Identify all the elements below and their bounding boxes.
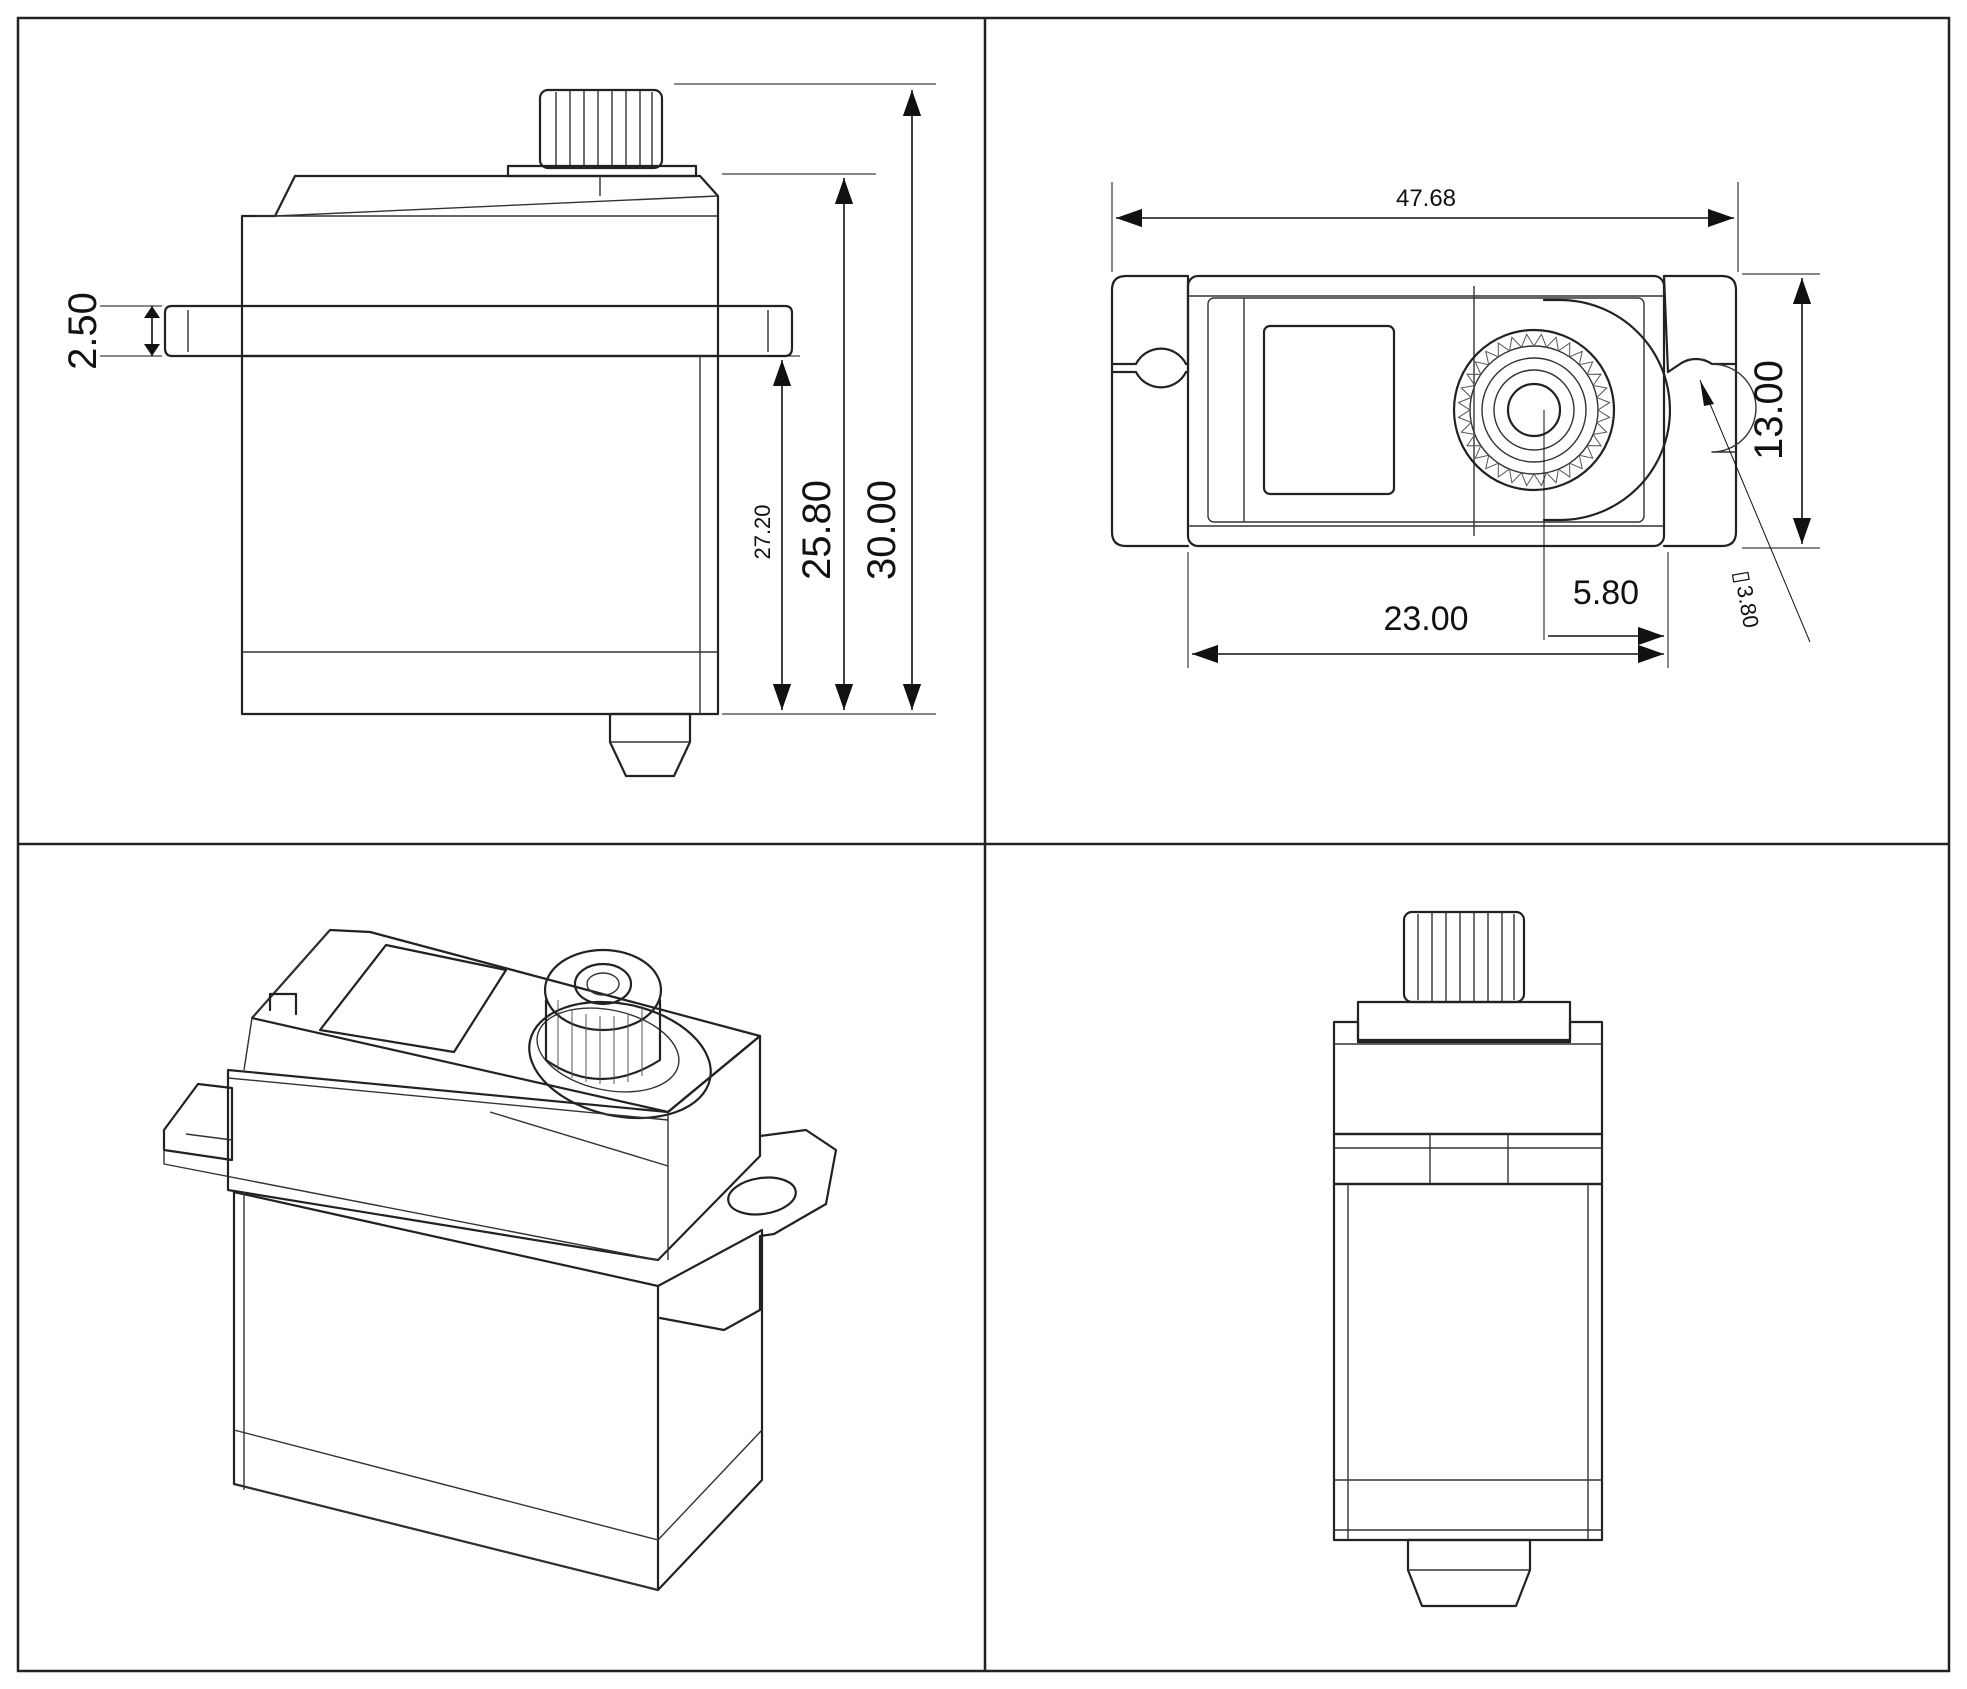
iso-horn-boss <box>528 1000 712 1120</box>
left-mount-tab <box>1110 274 1190 366</box>
end-flange-band <box>1332 1132 1604 1186</box>
top-view: 47.68 13.00 23.00 5.80 ▯ 3.80 <box>1110 182 1820 668</box>
case-height-label: 27.20 <box>750 504 775 559</box>
hole-symbol: ▯ <box>1729 569 1756 585</box>
overall-height-label: 30.00 <box>860 480 904 580</box>
gear-teeth <box>1457 333 1611 487</box>
flange-dim-arrows <box>144 306 160 356</box>
mount-spacing-label: 23.00 <box>1383 600 1468 638</box>
iso-label-window <box>318 943 508 1054</box>
spline-offset-label: 5.80 <box>1573 574 1639 612</box>
iso-right-flange <box>658 1128 838 1332</box>
horn-boss <box>1542 298 1672 522</box>
label-window <box>1262 324 1396 496</box>
main-case <box>240 354 720 716</box>
iso-right-mount-hole <box>727 1176 797 1216</box>
right-mount-tab <box>1662 274 1738 374</box>
end-cable-outlet <box>1406 1538 1532 1608</box>
top-cover <box>240 174 720 308</box>
isometric-view <box>162 928 838 1592</box>
iso-lower-case <box>232 1190 660 1592</box>
end-spline <box>1402 910 1526 1004</box>
end-spline-boss <box>1356 1000 1572 1042</box>
overall-length-label: 47.68 <box>1396 185 1456 212</box>
hole-diameter-callout: ▯ 3.80 <box>1729 569 1764 630</box>
top-body <box>1186 274 1666 548</box>
output-gear <box>1452 328 1616 492</box>
drawing-frame <box>16 16 1951 1673</box>
iso-upper-case <box>226 1034 762 1262</box>
output-spline <box>506 88 698 178</box>
iso-left-flange <box>162 1082 234 1162</box>
height-to-top-label: 25.80 <box>795 480 839 580</box>
flange-thickness-label: 2.50 <box>61 292 105 370</box>
cable-outlet <box>608 712 692 778</box>
end-top-cover <box>1332 1020 1604 1136</box>
mounting-flange <box>163 304 794 358</box>
end-main-case <box>1332 1182 1604 1542</box>
width-label: 13.00 <box>1747 360 1791 460</box>
side-view: 2.50 27.20 25.80 30.00 <box>61 83 936 778</box>
gear-tooth-profile <box>1457 333 1611 487</box>
hole-diameter-label: 3.80 <box>1732 583 1764 630</box>
end-view <box>1332 910 1604 1608</box>
iso-spline <box>544 998 662 1081</box>
